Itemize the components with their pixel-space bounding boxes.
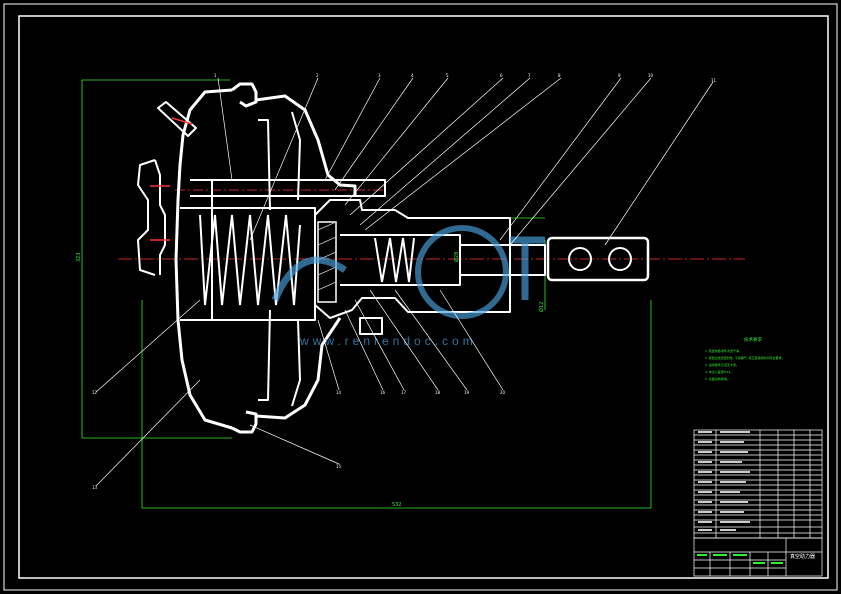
notes-line-5: 5. 表面涂防锈漆。 xyxy=(705,376,730,381)
notes-line-2: 2. 装配后检查密封性, 不得漏气, 真空度保持时间符合要求。 xyxy=(705,355,785,360)
title-block xyxy=(693,537,823,577)
callout-8: 8 xyxy=(558,73,561,78)
callout-7: 7 xyxy=(528,73,531,78)
callout-2: 2 xyxy=(316,73,319,78)
notes-line-3: 3. 运动部件灵活无卡滞。 xyxy=(705,362,739,367)
notes-line-1: 1. 装配前各零件清洗干净。 xyxy=(705,348,742,353)
watermark-logo xyxy=(271,225,545,319)
leader-lines xyxy=(95,77,714,487)
technical-notes: 技术要求 1. 装配前各零件清洗干净。 2. 装配后检查密封性, 不得漏气, 真… xyxy=(705,336,785,381)
callout-12: 12 xyxy=(92,390,98,395)
callout-13: 13 xyxy=(92,485,98,490)
callout-5: 5 xyxy=(446,73,449,78)
title-block-green-text xyxy=(697,554,783,564)
callout-16: 16 xyxy=(380,390,386,395)
callout-10: 10 xyxy=(648,73,654,78)
callout-11: 11 xyxy=(711,78,717,83)
dim-rod-offset: Ø12 xyxy=(538,302,545,312)
callout-numbers: 1 2 3 4 5 6 7 8 9 10 11 12 13 14 15 16 1… xyxy=(92,73,717,490)
callout-20: 20 xyxy=(500,390,506,395)
callout-18: 18 xyxy=(435,390,441,395)
callout-4: 4 xyxy=(411,73,414,78)
title-block-title: 真空助力器 xyxy=(790,553,815,560)
callout-3: 3 xyxy=(378,73,381,78)
callout-6: 6 xyxy=(500,73,503,78)
return-spring xyxy=(199,214,301,306)
callout-14: 14 xyxy=(336,390,342,395)
parts-list-text xyxy=(698,431,750,531)
callout-9: 9 xyxy=(618,73,621,78)
dim-height-label: 323 xyxy=(76,252,82,262)
callout-19: 19 xyxy=(464,390,470,395)
bolt-details xyxy=(150,117,193,241)
booster-housing xyxy=(137,82,650,434)
parts-list-table xyxy=(693,429,823,539)
dim-rod-diameter: Ø28 xyxy=(453,252,460,262)
inner-frame xyxy=(18,15,829,579)
callout-17: 17 xyxy=(401,390,407,395)
notes-line-4: 4. 未注公差按IT14。 xyxy=(705,369,733,374)
outer-frame xyxy=(3,3,838,591)
notes-title: 技术要求 xyxy=(744,336,762,343)
dim-length-label: 532 xyxy=(392,502,402,508)
valve-spring xyxy=(374,237,415,283)
callout-1: 1 xyxy=(214,73,217,78)
callout-15: 15 xyxy=(336,464,342,469)
